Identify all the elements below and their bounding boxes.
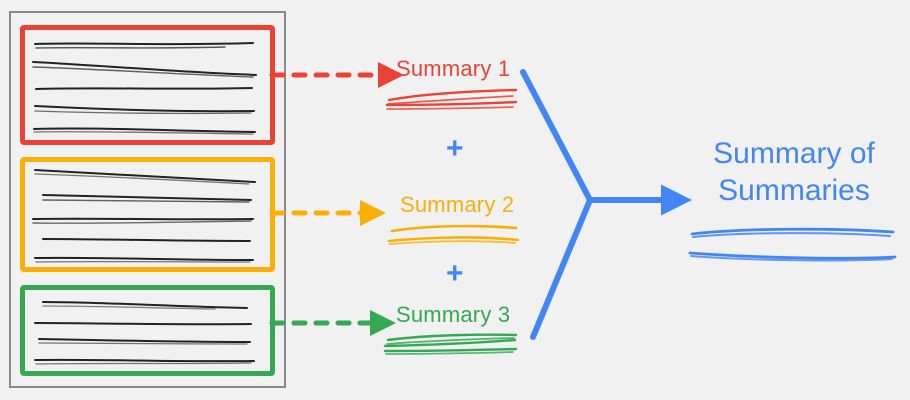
chunk-green-text-lines: [34, 301, 255, 365]
final-output-sketch-lines: [688, 227, 897, 262]
chunk-orange-text-lines: [32, 169, 256, 263]
chunk-red-text-lines: [32, 42, 257, 135]
document-chunk-green: [20, 285, 275, 376]
summary-1-label: Summary 1: [396, 56, 511, 81]
source-document-container: [9, 11, 286, 388]
merge-branch-upper: [520, 69, 593, 203]
summary-3-sketch-lines: [383, 333, 518, 355]
summary-3-label: Summary 3: [396, 302, 511, 327]
final-title-line-2: Summaries: [718, 173, 870, 207]
operator-plus-1: +: [446, 132, 464, 165]
document-chunk-red: [20, 25, 275, 145]
summary-2-label: Summary 2: [400, 192, 515, 217]
merge-branch-lower: [530, 197, 593, 340]
final-title-line-1: Summary of: [713, 137, 875, 170]
summary-1-sketch-lines: [385, 88, 518, 110]
document-chunk-orange: [20, 157, 275, 272]
final-output-title: Summary of Summaries: [686, 136, 902, 209]
operator-plus-2: +: [446, 257, 464, 290]
summary-2-sketch-lines: [387, 224, 520, 245]
